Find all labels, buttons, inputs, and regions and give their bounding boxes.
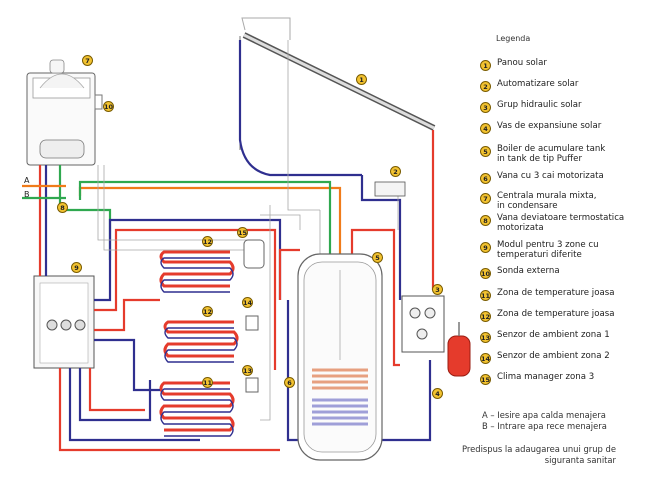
- note-bottom-line-2: siguranta sanitar: [544, 455, 616, 465]
- clima-manager: [243, 239, 265, 269]
- expansion-vessel: [447, 322, 471, 377]
- legend-text: Boiler de acumulare tank in tank de tip …: [497, 144, 606, 164]
- hydraulic-group: [401, 295, 445, 353]
- legend-item: 2 Automatizare solar: [480, 79, 579, 92]
- note-a: A – Iesire apa calda menajera: [482, 410, 606, 420]
- legend-text: Zona de temperature joasa: [497, 309, 615, 319]
- solar-controller: [374, 181, 406, 197]
- badge-8: 8: [57, 202, 68, 213]
- legend-item: 9 Modul pentru 3 zone cu temperaturi dife…: [480, 240, 599, 260]
- legend-badge: 14: [480, 353, 491, 364]
- room-sensor-zone-2: [245, 315, 259, 331]
- notes: A – Iesire apa calda menajera B – Intrar…: [430, 410, 652, 466]
- badge-14: 14: [242, 297, 253, 308]
- legend-text: Senzor de ambient zona 1: [497, 330, 610, 340]
- legend-badge: 6: [480, 173, 491, 184]
- legend-text: Zona de temperature joasa: [497, 288, 615, 298]
- legend: Legenda 1 Panou solar 2 Automatizare solar…: [480, 34, 648, 385]
- badge-12-top: 12: [202, 236, 213, 247]
- legend-item: 1 Panou solar: [480, 58, 547, 71]
- legend-badge: 15: [480, 374, 491, 385]
- solar-panel: [239, 17, 436, 150]
- legend-text: Modul pentru 3 zone cu temperaturi difer…: [497, 240, 599, 260]
- legend-title: Legenda: [496, 34, 531, 43]
- badge-1: 1: [356, 74, 367, 85]
- legend-item: 8 Vana deviatoare termostatica motorizata: [480, 213, 625, 233]
- legend-badge: 7: [480, 193, 491, 204]
- note-bottom: Predispus la adaugarea unui grup de sigu…: [430, 444, 652, 466]
- badge-15: 15: [237, 227, 248, 238]
- legend-item: 6 Vana cu 3 cai motorizata: [480, 171, 604, 184]
- zone-module: [33, 275, 95, 369]
- badge-7: 7: [82, 55, 93, 66]
- legend-item: 11 Zona de temperature joasa: [480, 288, 615, 301]
- pipes: [22, 40, 435, 452]
- label-a: A: [24, 176, 30, 185]
- label-b: B: [24, 190, 30, 199]
- legend-badge: 12: [480, 311, 491, 322]
- legend-item: 7 Centrala murala mixta, in condensare: [480, 191, 597, 211]
- badge-12-mid: 12: [202, 306, 213, 317]
- storage-tank: [297, 253, 383, 461]
- legend-badge: 9: [480, 242, 491, 253]
- wall-boiler: [26, 59, 96, 166]
- badge-10: 10: [103, 101, 114, 112]
- badge-4: 4: [432, 388, 443, 399]
- badge-11: 11: [202, 377, 213, 388]
- legend-text: Centrala murala mixta, in condensare: [497, 191, 597, 211]
- legend-item: 15 Clima manager zona 3: [480, 372, 595, 385]
- legend-badge: 8: [480, 215, 491, 226]
- badge-2: 2: [390, 166, 401, 177]
- legend-item: 13 Senzor de ambient zona 1: [480, 330, 610, 343]
- badge-3: 3: [432, 284, 443, 295]
- badge-5: 5: [372, 252, 383, 263]
- legend-text: Panou solar: [497, 58, 547, 68]
- legend-badge: 3: [480, 102, 491, 113]
- legend-badge: 2: [480, 81, 491, 92]
- legend-badge: 10: [480, 268, 491, 279]
- legend-text: Vana cu 3 cai motorizata: [497, 171, 604, 181]
- floor-loops: [159, 250, 239, 437]
- legend-badge: 1: [480, 60, 491, 71]
- legend-text: Senzor de ambient zona 2: [497, 351, 610, 361]
- legend-item: 4 Vas de expansiune solar: [480, 121, 602, 134]
- legend-text: Vana deviatoare termostatica motorizata: [497, 213, 625, 233]
- legend-item: 3 Grup hidraulic solar: [480, 100, 582, 113]
- legend-text: Sonda externa: [497, 266, 560, 276]
- badge-13: 13: [242, 365, 253, 376]
- badge-6: 6: [284, 377, 295, 388]
- legend-item: 12 Zona de temperature joasa: [480, 309, 615, 322]
- room-sensor-zone-1: [245, 377, 259, 393]
- legend-text: Grup hidraulic solar: [497, 100, 582, 110]
- legend-badge: 5: [480, 146, 491, 157]
- legend-item: 5 Boiler de acumulare tank in tank de tip…: [480, 144, 606, 164]
- note-bottom-line-1: Predispus la adaugarea unui grup de: [461, 444, 616, 454]
- legend-text: Automatizare solar: [497, 79, 579, 89]
- note-b: B – Intrare apa rece menajera: [482, 421, 607, 431]
- legend-text: Vas de expansiune solar: [497, 121, 602, 131]
- badge-9: 9: [71, 262, 82, 273]
- legend-text: Clima manager zona 3: [497, 372, 595, 382]
- legend-item: 14 Senzor de ambient zona 2: [480, 351, 610, 364]
- legend-badge: 11: [480, 290, 491, 301]
- legend-item: 10 Sonda externa: [480, 266, 560, 279]
- legend-badge: 13: [480, 332, 491, 343]
- external-sensor: [94, 94, 103, 110]
- legend-badge: 4: [480, 123, 491, 134]
